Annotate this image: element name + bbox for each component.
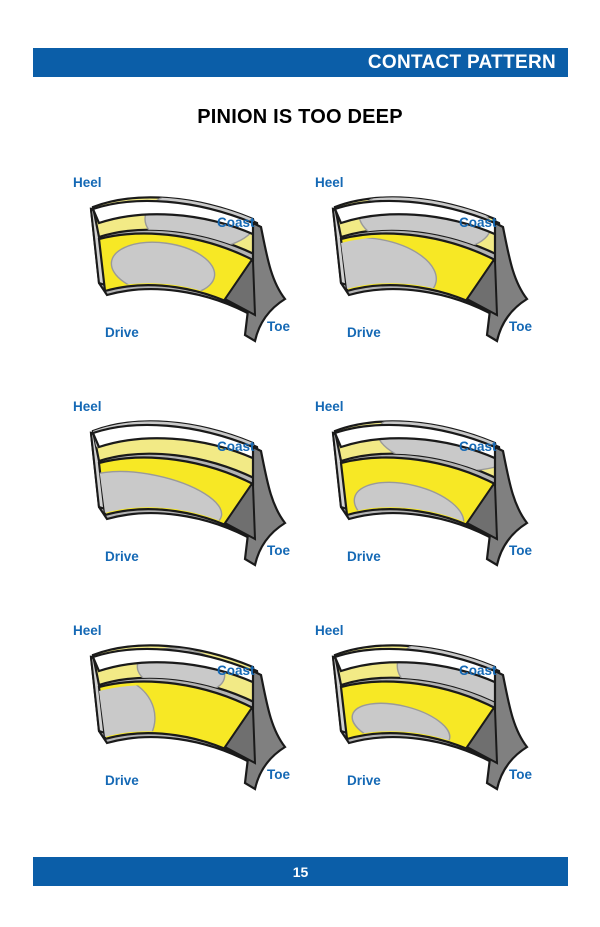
label-toe-5: Toe: [267, 767, 290, 782]
label-toe-6: Toe: [509, 767, 532, 782]
label-drive-2: Drive: [347, 325, 381, 340]
label-toe-2: Toe: [509, 319, 532, 334]
label-heel-1: Heel: [73, 175, 102, 190]
label-coast-6: Coast: [459, 663, 497, 678]
label-drive-1: Drive: [105, 325, 139, 340]
label-heel-2: Heel: [315, 175, 344, 190]
label-drive-5: Drive: [105, 773, 139, 788]
tooth-diagram-1: Heel Coast Drive Toe: [55, 165, 305, 380]
label-coast-4: Coast: [459, 439, 497, 454]
tooth-diagram-row: Heel Coast Drive Toe: [0, 389, 600, 613]
toe-inner-face-6: [465, 708, 499, 765]
header-banner: CONTACT PATTERN: [33, 48, 568, 77]
label-drive-4: Drive: [347, 549, 381, 564]
tooth-diagram-6: Heel Coast Drive Toe: [297, 613, 547, 828]
tooth-diagram-2: Heel Coast Drive Toe: [297, 165, 547, 380]
toe-inner-face-5: [223, 708, 257, 765]
label-coast-1: Coast: [217, 215, 255, 230]
label-coast-2: Coast: [459, 215, 497, 230]
label-heel-6: Heel: [315, 623, 344, 638]
toe-inner-face-1: [223, 260, 257, 317]
label-toe-1: Toe: [267, 319, 290, 334]
label-heel-4: Heel: [315, 399, 344, 414]
label-heel-3: Heel: [73, 399, 102, 414]
label-toe-4: Toe: [509, 543, 532, 558]
tooth-diagram-5: Heel Coast Drive Toe: [55, 613, 305, 828]
label-toe-3: Toe: [267, 543, 290, 558]
footer-banner: 15: [33, 857, 568, 886]
header-banner-title: CONTACT PATTERN: [367, 51, 556, 73]
toe-inner-face-3: [223, 484, 257, 541]
toe-inner-face-4: [465, 484, 499, 541]
toe-inner-face-2: [465, 260, 499, 317]
page-number: 15: [292, 863, 309, 880]
label-drive-6: Drive: [347, 773, 381, 788]
label-drive-3: Drive: [105, 549, 139, 564]
page-title: PINION IS TOO DEEP: [197, 106, 403, 128]
tooth-diagram-3: Heel Coast Drive Toe: [55, 389, 305, 604]
label-heel-5: Heel: [73, 623, 102, 638]
tooth-diagram-row: Heel Coast Drive Toe: [0, 165, 600, 389]
tooth-diagram-grid: Heel Coast Drive Toe: [0, 165, 600, 837]
tooth-diagram-row: Heel Coast Drive Toe: [0, 613, 600, 837]
label-coast-5: Coast: [217, 663, 255, 678]
tooth-diagram-4: Heel Coast Drive Toe: [297, 389, 547, 604]
label-coast-3: Coast: [217, 439, 255, 454]
